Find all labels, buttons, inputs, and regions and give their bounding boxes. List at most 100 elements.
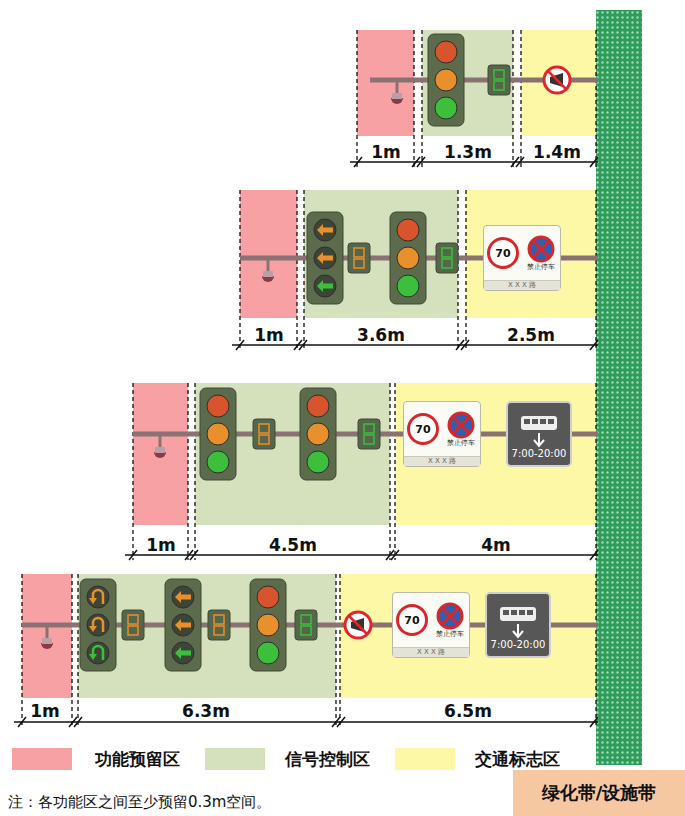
countdown-digit <box>364 424 374 433</box>
no-parking-sign <box>527 235 555 263</box>
sign-cell: 禁止停车 <box>442 402 480 456</box>
drawing-part <box>511 610 517 615</box>
sign-row: 70禁止停车 <box>484 226 560 280</box>
no-honk-sign <box>345 612 371 638</box>
bus-icon <box>496 605 540 639</box>
zone-edge <box>595 383 596 560</box>
no-parking-sign <box>436 602 464 630</box>
sign-panel: 70禁止停车X X X 路 <box>483 225 561 291</box>
left-arrow <box>317 280 333 292</box>
countdown-digit <box>494 70 504 79</box>
signal-housing <box>307 212 343 304</box>
left-arrow <box>175 647 191 659</box>
left-arrow <box>317 224 333 236</box>
sign-cell: 70 <box>484 226 522 280</box>
sign-cell: 70 <box>393 593 431 647</box>
countdown-digit <box>364 435 374 444</box>
countdown-digit <box>128 626 138 635</box>
countdown <box>488 65 510 95</box>
sign-text: 70 <box>415 423 430 436</box>
signal-housing <box>80 579 116 671</box>
dim-tick <box>516 157 524 167</box>
zone-edge <box>595 574 596 727</box>
zone-edge <box>77 574 78 727</box>
zone-edge <box>389 383 390 560</box>
sign-cell: 禁止停车 <box>522 226 560 280</box>
dim-tick <box>461 340 469 350</box>
drawing-part <box>527 610 533 615</box>
bus-lane-sign: 7:00-20:00 <box>485 592 551 658</box>
dimension-label: 4.5m <box>269 535 317 555</box>
legend-text: 信号控制区 <box>285 749 370 769</box>
slash <box>349 616 367 634</box>
dimension-label: 1m <box>371 142 401 162</box>
sign-text: 禁止停车 <box>447 439 475 448</box>
zone-edge <box>520 30 521 167</box>
dimension-label: 4m <box>481 535 511 555</box>
drawing-part <box>442 608 458 624</box>
sign-cell: 禁止停车 <box>431 593 469 647</box>
zone-edge <box>465 190 466 350</box>
countdown-digit <box>442 248 452 257</box>
sign-text: 绿化带/设施带 <box>542 781 657 805</box>
zone-edge <box>394 383 395 560</box>
signal-light <box>257 586 279 608</box>
signal-light <box>87 586 109 608</box>
zone <box>240 190 297 318</box>
legend-swatch <box>205 748 265 770</box>
drawing-part <box>533 241 549 257</box>
drawing-part <box>453 417 469 433</box>
zone-edge <box>595 30 596 167</box>
signal-light <box>87 614 109 636</box>
signal-housing <box>250 579 286 671</box>
zone <box>395 383 596 525</box>
zone <box>78 574 336 698</box>
signal-light <box>397 275 419 297</box>
legend-swatch <box>12 748 72 770</box>
speed-limit-sign: 70 <box>396 604 428 636</box>
drawing-part <box>503 610 509 615</box>
zone-edge <box>303 190 304 350</box>
signal-light <box>314 275 336 297</box>
speed-limit-sign: 70 <box>487 237 519 269</box>
dim-tick <box>299 340 307 350</box>
countdown <box>348 243 370 273</box>
dimension-label: 6.5m <box>444 701 492 721</box>
countdown <box>436 243 458 273</box>
signal-housing <box>428 34 464 126</box>
drawing-part <box>513 631 523 637</box>
dim-tick <box>129 550 137 560</box>
dim-tick <box>236 340 244 350</box>
zone-edge <box>296 190 297 350</box>
legend-swatch <box>395 748 455 770</box>
dim-tick <box>590 717 598 727</box>
zone <box>195 383 390 525</box>
drawing-part <box>540 419 546 424</box>
drawing-part <box>548 419 554 424</box>
dimension-label: 1m <box>146 535 176 555</box>
signal-light <box>435 69 457 91</box>
dim-tick <box>590 340 598 350</box>
signal-light <box>172 614 194 636</box>
zone-edge <box>194 383 195 560</box>
countdown <box>122 610 144 640</box>
drawing-part <box>532 419 538 424</box>
signal-light <box>207 395 229 417</box>
signal-light <box>87 642 109 664</box>
countdown-digit <box>354 259 364 268</box>
left-arrow <box>317 252 333 264</box>
dimension-label: 1m <box>30 701 60 721</box>
signal-light <box>307 451 329 473</box>
zone-edge <box>21 574 22 727</box>
green-belt <box>596 10 642 765</box>
dimension-label: 1.4m <box>533 142 581 162</box>
camera <box>263 271 273 277</box>
dim-tick <box>354 157 362 167</box>
sign-text: X X X 路 <box>404 456 480 466</box>
zone <box>340 574 596 698</box>
dimension-label: 2.5m <box>507 325 555 345</box>
zone-edge <box>187 383 188 560</box>
sign-text: X X X 路 <box>484 280 560 290</box>
left-arrow <box>175 619 191 631</box>
dim-tick <box>417 157 425 167</box>
